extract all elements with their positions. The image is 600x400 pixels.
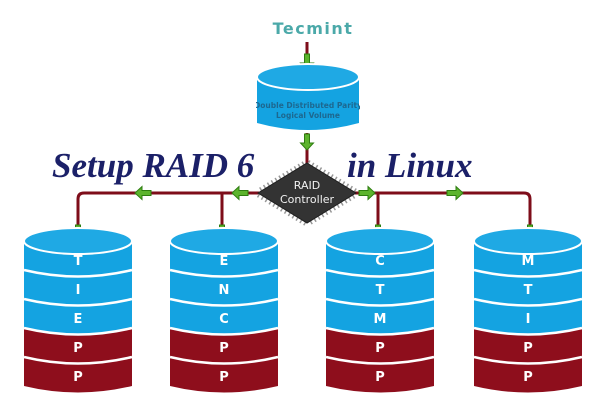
disk-letter: N bbox=[219, 283, 230, 298]
raid-controller-chip: RAID Controller bbox=[250, 158, 364, 228]
disk-letter: P bbox=[375, 370, 385, 385]
disk-top bbox=[23, 227, 133, 255]
disk-top bbox=[325, 227, 435, 255]
chip-label-line1: RAID bbox=[294, 179, 320, 192]
disk-letter: C bbox=[375, 254, 385, 269]
brand-label: Tecmint bbox=[272, 19, 354, 38]
chip-label-line2: Controller bbox=[280, 193, 335, 206]
disk-letter: E bbox=[74, 312, 83, 327]
disk-letter: M bbox=[522, 254, 535, 269]
logical-volume-label-line2: Logical Volume bbox=[276, 111, 340, 120]
disk-letter: P bbox=[219, 370, 229, 385]
disk-letter: P bbox=[219, 341, 229, 356]
disk-letter: T bbox=[74, 254, 83, 269]
disk-letter: P bbox=[73, 341, 83, 356]
disk-letter: I bbox=[76, 283, 81, 298]
disk-letter: C bbox=[219, 312, 229, 327]
disk-letter: T bbox=[376, 283, 385, 298]
disk-letter: M bbox=[374, 312, 387, 327]
chip-body bbox=[257, 162, 357, 224]
disk-stack-4: M T I P P bbox=[473, 227, 583, 393]
arrow-right-icon bbox=[446, 185, 464, 201]
arrow-left-icon bbox=[134, 185, 152, 201]
arrow-down-icon bbox=[299, 133, 315, 151]
connector-line-right bbox=[355, 191, 532, 233]
disk-top bbox=[169, 227, 279, 255]
disk-letter: E bbox=[220, 254, 229, 269]
disk-letter: P bbox=[73, 370, 83, 385]
logical-volume-label-line1: Double Distributed Parity bbox=[256, 101, 360, 110]
cylinder-body bbox=[257, 77, 359, 130]
disk-stack-1: T I E P P bbox=[23, 227, 133, 393]
disk-letter: P bbox=[523, 341, 533, 356]
page-title-right: in Linux bbox=[347, 146, 473, 185]
disk-stack-2: E N C P P bbox=[169, 227, 279, 393]
disk-letter: P bbox=[523, 370, 533, 385]
arrow-right-icon bbox=[358, 185, 376, 201]
logical-volume-cylinder: Double Distributed Parity Logical Volume bbox=[256, 63, 360, 130]
page-title-left: Setup RAID 6 bbox=[52, 146, 255, 185]
arrow-left-icon bbox=[231, 185, 249, 201]
disk-letter: T bbox=[524, 283, 533, 298]
connector-line-left bbox=[76, 191, 259, 233]
disk-top bbox=[473, 227, 583, 255]
disk-letter: I bbox=[526, 312, 531, 327]
cylinder-top bbox=[256, 63, 360, 91]
disk-stack-3: C T M P P bbox=[325, 227, 435, 393]
disk-letter: P bbox=[375, 341, 385, 356]
